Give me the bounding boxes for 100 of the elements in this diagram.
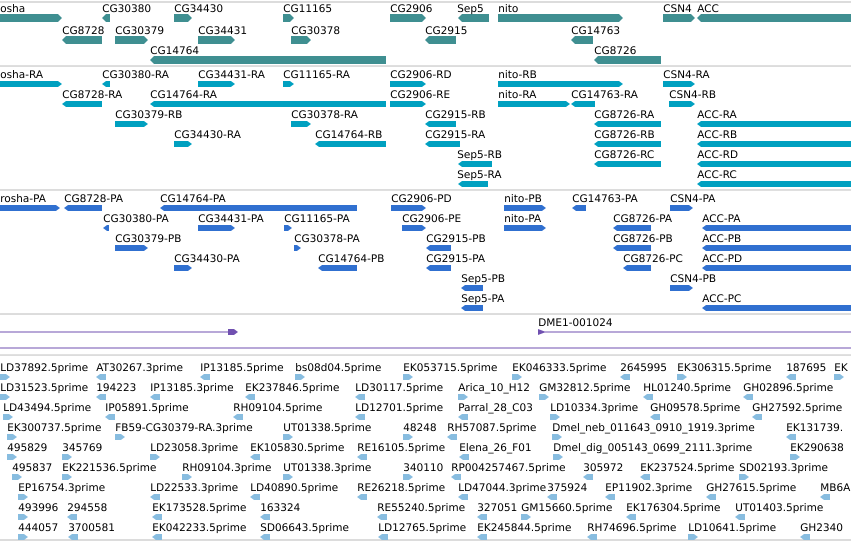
feature-label: Arica_10_H12: [458, 383, 529, 394]
feature-label: CG2906-RD: [390, 70, 451, 78]
feature-label: 327051: [478, 503, 516, 512]
feature-label: EK290638: [791, 443, 844, 452]
feature-label: CG34430-PA: [174, 254, 240, 262]
feature-label: CG14763-RA: [572, 90, 638, 98]
feature-label: GH2340: [800, 523, 842, 532]
feature-label: CG30380-RA: [102, 70, 169, 78]
feature-label: IP13185.3prime: [151, 383, 234, 394]
feature-label: 375924: [548, 483, 587, 492]
feature-label: CG2915-PA: [426, 254, 485, 262]
feature-label: RP004257467.5prime: [452, 463, 565, 474]
feature-label: ACC: [697, 4, 718, 12]
feature-label: bs08d04.5prime: [296, 363, 381, 374]
feature-label: CG2915: [426, 26, 466, 34]
feature-label: EK105830.5prime: [251, 443, 344, 454]
feature-label: RE55240.5prime: [378, 503, 465, 514]
feature-label: Elena_26_F01: [460, 443, 531, 454]
feature-label: osha: [0, 4, 24, 12]
feature-label: LD47044.3prime: [459, 483, 546, 494]
feature-label: GH27592.5prime: [752, 403, 842, 414]
feature-label: ACC-PC: [702, 294, 741, 302]
feature-label: 305972: [584, 463, 622, 472]
feature-label: 294558: [68, 503, 107, 512]
feature-label: CG8726-PC: [624, 254, 682, 262]
feature-label: LD10641.5prime: [689, 523, 776, 534]
feature-label: EK221536.5prime: [63, 463, 156, 474]
feature-label: EK306315.5prime: [678, 363, 771, 374]
feature-label: CG14763: [572, 26, 620, 34]
feature-label: CG8726: [594, 46, 636, 54]
feature-label: CG8728-RA: [62, 90, 122, 98]
feature-label: CG14764-PA: [160, 194, 226, 202]
feature-label: CG8728: [62, 26, 104, 34]
feature-label: ACC-RA: [697, 110, 737, 118]
feature-label: CG8726-RA: [594, 110, 654, 118]
feature-label: RH57087.5prime: [448, 423, 536, 434]
feature-label: CG34430-RA: [174, 130, 241, 138]
feature-label: CG34431-PA: [198, 214, 264, 222]
feature-label: ACC-RD: [697, 150, 738, 158]
feature-label: CSN4-RA: [664, 70, 710, 78]
feature-label: CSN4-PA: [670, 194, 716, 202]
feature-label: LD22533.3prime: [151, 483, 238, 494]
feature-label: Sep5-RA: [458, 170, 502, 180]
feature-label: GM15660.5prime: [522, 503, 612, 514]
feature-label: ACC-RB: [697, 130, 736, 138]
feature-label: EK046333.5prime: [513, 363, 606, 374]
feature-label: LD12701.5prime: [356, 403, 443, 414]
feature-label: LD31523.5prime: [1, 383, 88, 394]
feature-label: LD10334.3prime: [551, 403, 638, 414]
feature-label: GH09578.5prime: [650, 403, 740, 414]
feature-label: CG34431: [198, 26, 246, 34]
feature-label: EK237846.5prime: [246, 383, 339, 394]
feature-label: CG11165-PA: [284, 214, 350, 222]
feature-label: CG30379: [116, 26, 164, 34]
feature-label: CG14764: [150, 46, 198, 54]
feature-label: UT01403.5prime: [736, 503, 823, 514]
feature-label: GM32812.5prime: [540, 383, 630, 394]
feature-label: CSN4: [664, 4, 692, 12]
feature-label: 495829: [8, 443, 47, 452]
feature-label: RH09104.5prime: [234, 403, 322, 414]
feature-label: 495837: [12, 463, 52, 472]
feature-label: ACC-PA: [702, 214, 740, 222]
feature-label: rosha-PA: [1, 194, 46, 202]
feature-label: SD02193.3prime: [740, 463, 828, 474]
feature-label: EK300737.5prime: [8, 423, 101, 434]
feature-label: GH27615.5prime: [706, 483, 796, 494]
feature-label: nito-PA: [505, 214, 542, 222]
feature-label: HL01240.5prime: [644, 383, 730, 394]
feature-label: 444057: [18, 523, 58, 532]
feature-label: CG14763-PA: [572, 194, 638, 202]
feature-label: CG8726-RC: [594, 150, 654, 158]
feature-label: UT01338.3prime: [284, 463, 371, 474]
feature-label: CG2915-RB: [426, 110, 485, 118]
feature-label: CG30379-PB: [116, 234, 181, 242]
feature-label: RE16105.5prime: [358, 443, 445, 454]
feature-label: CG14764-RA: [150, 90, 217, 98]
feature-label: nito-RB: [499, 70, 536, 78]
feature-label: CG34430: [174, 4, 222, 12]
feature-label: 194223: [97, 383, 136, 392]
feature-label: CG30380: [102, 4, 150, 12]
feature-label: CG2915-PB: [426, 234, 485, 242]
feature-label: 3700581: [69, 523, 114, 532]
feature-label: 187695: [787, 363, 826, 372]
feature-label: nito: [499, 4, 518, 12]
feature-label: CG2915-RA: [426, 130, 486, 138]
feature-label: Sep5-PA: [462, 294, 504, 304]
feature-label: Dmel_dig_005143_0699_2111.3prime: [554, 443, 752, 454]
feature-label: RE26218.5prime: [358, 483, 445, 494]
feature-label: CG11165-RA: [284, 70, 350, 78]
feature-label: CG14764-PB: [318, 254, 384, 262]
feature-label: RH09104.3prime: [183, 463, 271, 474]
feature-label: CSN4-PB: [670, 274, 716, 282]
feature-label: 163324: [261, 503, 300, 512]
feature-label: CG30378-RA: [292, 110, 358, 118]
feature-label: LD43494.5prime: [4, 403, 91, 414]
feature-label: CG30380-PA: [104, 214, 169, 222]
feature-label: EK042233.5prime: [153, 523, 246, 534]
feature-label: CG8726-RB: [594, 130, 654, 138]
feature-label: ACC-RC: [697, 170, 736, 178]
feature-label: CG8726-PA: [614, 214, 672, 222]
